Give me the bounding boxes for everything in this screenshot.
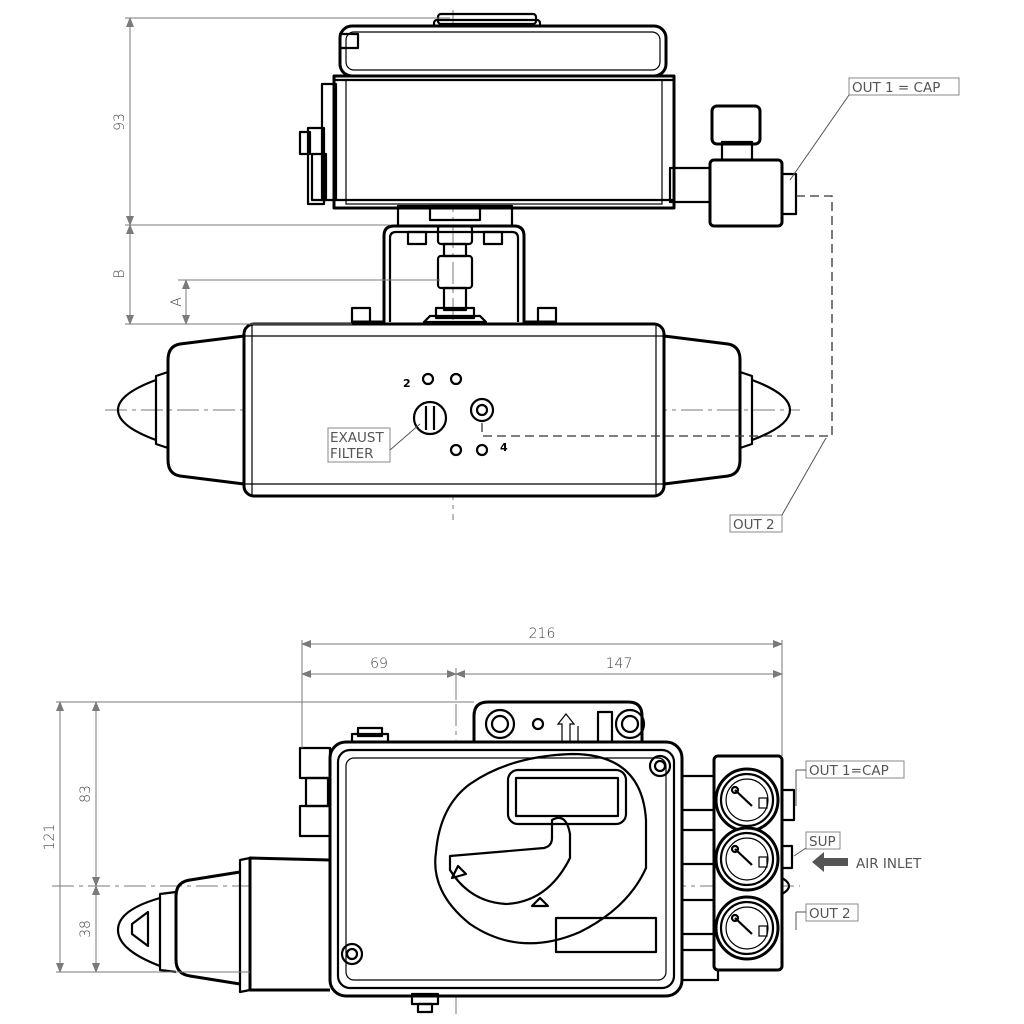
top-view: 93 B A 2 4 OUT 1 = CAP OUT 2 EXAUST FILT…	[105, 10, 960, 533]
dimension-lines-top	[125, 17, 450, 325]
mounting-bracket	[350, 204, 558, 324]
gauge-out2	[714, 895, 780, 961]
exhaust-callout-line2: FILTER	[330, 446, 374, 462]
sup-box	[805, 831, 841, 850]
gauge-out1	[714, 767, 780, 833]
out2-callout-front: OUT 2	[809, 906, 851, 922]
exhaust-filter-box	[327, 427, 391, 463]
air-inlet-arrow-icon	[812, 852, 848, 872]
actuator-end-front	[116, 746, 332, 994]
out2-box-top	[729, 514, 783, 533]
positioner-front	[328, 700, 720, 1014]
out1-cap-callout-front: OUT 1=CAP	[809, 763, 889, 779]
dim-216: 216	[529, 626, 556, 642]
positioner-body	[298, 12, 798, 228]
out1-cap-callout-top: OUT 1 = CAP	[852, 80, 940, 96]
out2-callout-top: OUT 2	[733, 517, 775, 533]
port-2-label: 2	[403, 377, 411, 390]
front-view: 216 69 147 121 83 38 OUT 1=CAP SUP AIR I…	[42, 626, 922, 1018]
air-inlet-label: AIR INLET	[856, 856, 922, 872]
dim-a: A	[169, 297, 185, 307]
port-4-label: 4	[500, 441, 508, 454]
dim-147: 147	[606, 656, 633, 672]
dim-121: 121	[42, 824, 58, 851]
out1-cap-box-top	[848, 77, 960, 96]
dim-b: B	[112, 269, 128, 278]
dim-69: 69	[370, 656, 388, 672]
sup-callout: SUP	[809, 834, 836, 850]
dim-38: 38	[78, 920, 94, 938]
exhaust-callout-line1: EXAUST	[330, 430, 384, 446]
gauge-manifold	[712, 754, 796, 972]
dim-93: 93	[112, 113, 128, 131]
dim-83: 83	[78, 785, 94, 803]
dimension-lines-front	[56, 640, 783, 973]
out2-pipe	[481, 195, 833, 437]
gauge-sup	[714, 826, 780, 892]
